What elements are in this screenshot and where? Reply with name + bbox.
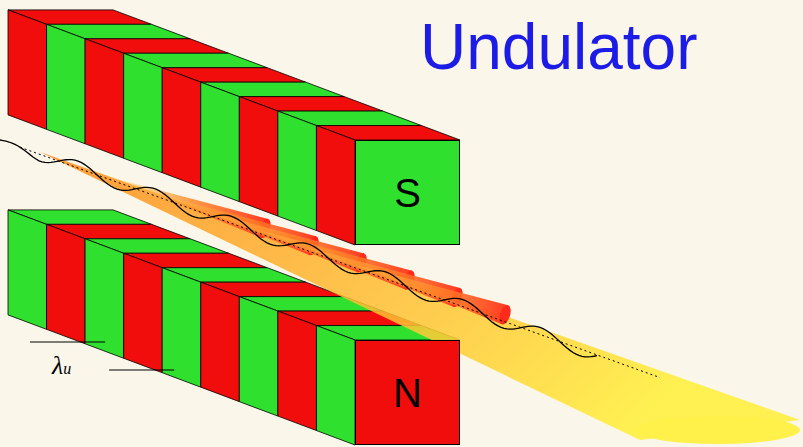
magnet-block [239, 297, 278, 416]
title: Undulator [420, 12, 698, 82]
magnet-block [278, 111, 317, 230]
top-magnet-array [8, 10, 460, 245]
magnet-block [278, 311, 317, 430]
magnet-block [316, 326, 355, 445]
magnet-block [124, 253, 163, 372]
magnet-block [316, 126, 355, 245]
magnet-block [85, 39, 124, 158]
period-line [30, 342, 105, 343]
period-line [109, 370, 174, 371]
radiation-spot [636, 416, 800, 444]
pole-letter: N [393, 373, 422, 413]
magnet-pole-s: S [355, 140, 460, 245]
pole-letter: S [394, 173, 421, 213]
cone-cap [497, 304, 513, 326]
magnet-block [201, 82, 240, 201]
magnet-block [85, 239, 124, 358]
magnet-block [239, 97, 278, 216]
magnet-block [47, 224, 86, 343]
beam-axis [20, 147, 660, 377]
bottom-magnet-array [8, 210, 460, 445]
radiation-fan [40, 152, 800, 440]
magnet-block [47, 24, 86, 143]
radiation-cone [355, 265, 513, 326]
period-label: λu [50, 350, 73, 381]
magnet-block [162, 68, 201, 187]
magnet-block [8, 210, 47, 329]
electron-trajectory [0, 140, 597, 357]
magnet-pole-n: N [355, 340, 460, 445]
magnet-block [201, 282, 240, 401]
magnet-block [124, 53, 163, 172]
electron-beam [0, 140, 660, 378]
magnet-block [8, 10, 47, 129]
magnet-block [162, 268, 201, 387]
